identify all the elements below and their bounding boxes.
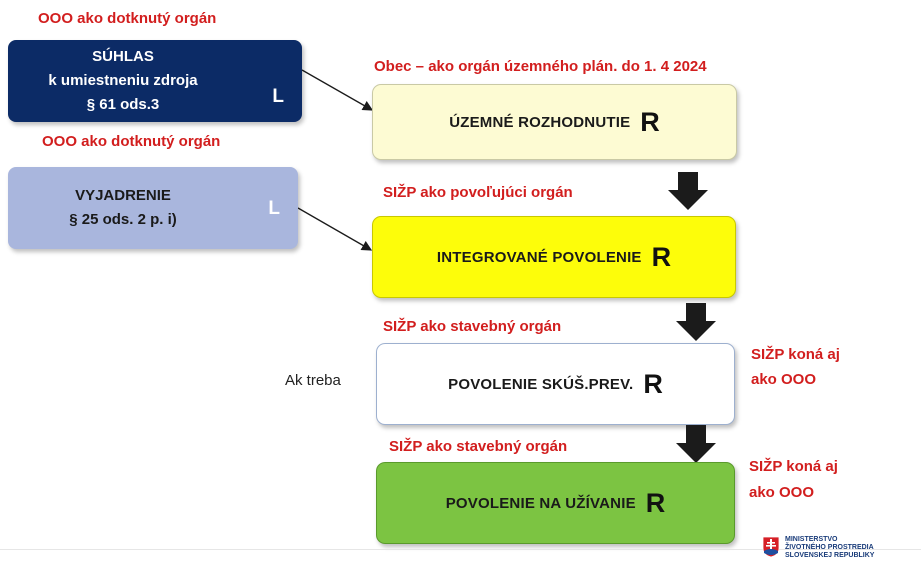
- vyjadrenie-letter: L: [268, 198, 280, 219]
- step-3-authority: SIŽP ako stavebný orgán: [383, 318, 562, 335]
- connector-line-vyjadrenie: [297, 207, 373, 251]
- suhlas-line-1: SÚHLAS: [92, 48, 154, 65]
- vyjadrenie-line-1: VYJADRENIE: [75, 187, 171, 204]
- coat-of-arms-icon: [762, 536, 780, 558]
- step-3-box: POVOLENIE SKÚŠ.PREV. R: [376, 343, 735, 425]
- left-header-2: OOO ako dotknutý orgán: [42, 133, 221, 150]
- step-4-box: POVOLENIE NA UŽÍVANIE R: [376, 462, 735, 544]
- ministry-logo: MINISTERSTVO ŽIVOTNÉHO PROSTREDIA SLOVEN…: [762, 530, 917, 566]
- logo-line-3: SLOVENSKEJ REPUBLIKY: [785, 552, 875, 559]
- step-2-box: INTEGROVANÉ POVOLENIE R: [372, 216, 736, 298]
- step-1-box: ÚZEMNÉ ROZHODNUTIE R: [372, 84, 737, 160]
- side-note-2-line-1: SIŽP koná aj: [749, 458, 838, 475]
- suhlas-line-2: k umiestneniu zdroja: [48, 72, 198, 89]
- step-1-authority: Obec – ako orgán územného plán. do 1. 4 …: [374, 58, 707, 75]
- step-2-authority: SIŽP ako povoľujúci orgán: [383, 184, 573, 201]
- down-arrow-3: [676, 425, 716, 463]
- step-4-title: POVOLENIE NA UŽÍVANIE: [445, 494, 636, 512]
- suhlas-line-3: § 61 ods.3: [86, 96, 160, 113]
- side-note-1-line-1: SIŽP koná aj: [751, 346, 840, 363]
- vyjadrenie-box: VYJADRENIE § 25 ods. 2 p. i) L: [8, 167, 298, 249]
- down-arrow-1: [668, 172, 708, 210]
- footer-separator: [0, 549, 921, 550]
- step-3-title: POVOLENIE SKÚŠ.PREV.: [448, 375, 634, 393]
- suhlas-letter: L: [272, 86, 284, 107]
- step-1-letter: R: [640, 106, 660, 137]
- suhlas-box: SÚHLAS k umiestneniu zdroja § 61 ods.3 L: [8, 40, 302, 122]
- connector-line-suhlas: [301, 69, 374, 111]
- step-4-letter: R: [645, 487, 666, 518]
- ak-treba-label: Ak treba: [285, 372, 341, 389]
- side-note-2-line-2: ako OOO: [749, 484, 815, 501]
- step-2-letter: R: [651, 241, 672, 272]
- logo-text: MINISTERSTVO ŽIVOTNÉHO PROSTREDIA SLOVEN…: [785, 536, 874, 560]
- logo-line-1: MINISTERSTVO: [785, 536, 838, 543]
- down-arrow-2: [676, 303, 716, 341]
- left-header-1: OOO ako dotknutý orgán: [38, 10, 217, 27]
- step-4-authority: SIŽP ako stavebný orgán: [389, 438, 568, 455]
- step-2-title: INTEGROVANÉ POVOLENIE: [436, 248, 642, 266]
- logo-line-2: ŽIVOTNÉHO PROSTREDIA: [785, 544, 874, 551]
- step-1-title: ÚZEMNÉ ROZHODNUTIE: [449, 113, 631, 131]
- side-note-1-line-2: ako OOO: [751, 371, 817, 388]
- step-3-letter: R: [643, 368, 663, 399]
- vyjadrenie-line-2: § 25 ods. 2 p. i): [69, 211, 177, 228]
